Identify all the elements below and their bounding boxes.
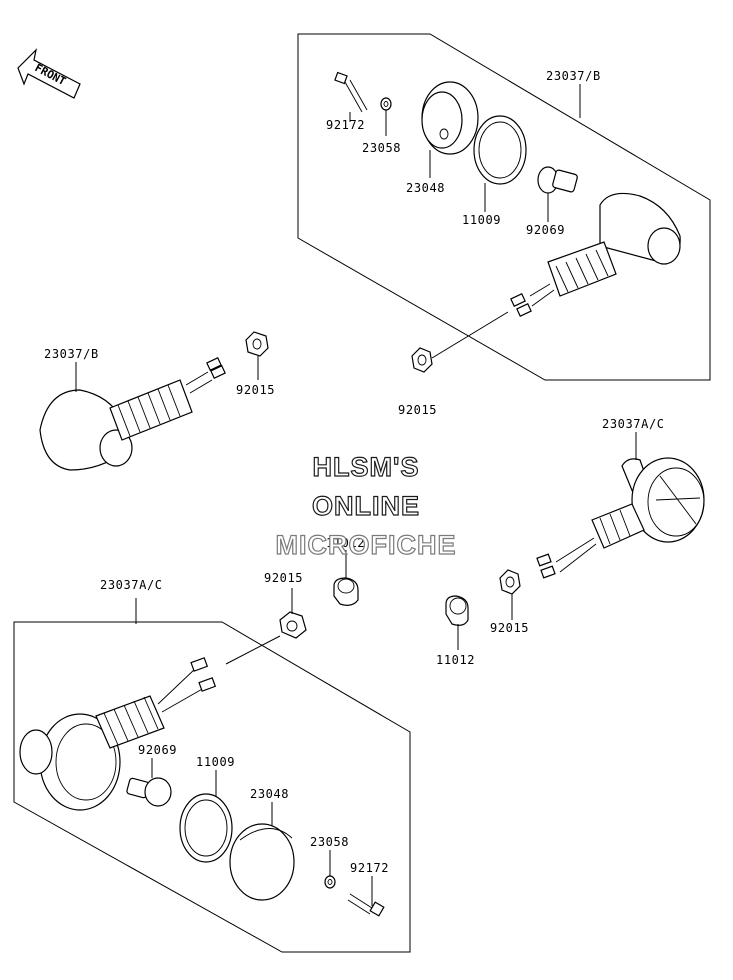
label-23058-bottom: 23058 <box>310 835 349 849</box>
label-23058-top: 23058 <box>362 141 401 155</box>
nut-92015-center <box>279 611 307 639</box>
label-11009-top: 11009 <box>462 213 501 227</box>
spacer-11012-center <box>333 577 359 606</box>
turn-signal-23037b-left <box>39 357 226 471</box>
nut-92015-mid <box>411 347 433 373</box>
label-23037ac-right: 23037A/C <box>602 417 665 431</box>
label-23048-top: 23048 <box>406 181 445 195</box>
label-23037ac-bottom: 23037A/C <box>100 578 163 592</box>
label-11012-center: 11012 <box>326 536 365 550</box>
watermark-line-1: HLSM'S <box>313 452 420 482</box>
screw-92172-bottom <box>347 893 385 917</box>
gasket-11009-top <box>473 115 527 185</box>
label-92172-top: 92172 <box>326 118 365 132</box>
label-23037b-top: 23037/B <box>546 69 601 83</box>
watermark: HLSM'S ONLINE MICROFICHE <box>275 451 457 560</box>
label-92172-bottom: 92172 <box>350 861 389 875</box>
lens-23048-bottom <box>229 823 295 901</box>
nut-92015-left <box>245 331 269 357</box>
label-92015-mid: 92015 <box>398 403 437 417</box>
front-arrow-icon: FRONT <box>17 48 81 99</box>
group-box-lower <box>13 621 411 953</box>
label-92015-center: 92015 <box>264 571 303 585</box>
spacer-11012-right <box>445 595 469 626</box>
screw-92172-top <box>334 71 368 113</box>
bulb-92069-top <box>537 166 578 194</box>
turn-signal-23037b-top <box>510 192 681 317</box>
nut-23058-bottom <box>324 875 336 889</box>
lens-23048-top <box>421 81 479 155</box>
watermark-line-3: MICROFICHE <box>276 530 457 560</box>
bulb-92069-bottom <box>126 777 172 807</box>
label-92069-bottom: 92069 <box>138 743 177 757</box>
nut-92015-right <box>499 569 521 595</box>
nut-23058-top <box>380 97 392 111</box>
label-23037b-left: 23037/B <box>44 347 99 361</box>
label-92069-top: 92069 <box>526 223 565 237</box>
turn-signal-23037ac-bottom <box>19 657 217 811</box>
label-92015-right: 92015 <box>490 621 529 635</box>
label-11009-bottom: 11009 <box>196 755 235 769</box>
label-92015-left: 92015 <box>236 383 275 397</box>
turn-signal-23037ac-right <box>536 457 705 579</box>
label-11012-right: 11012 <box>436 653 475 667</box>
gasket-11009-bottom <box>179 793 233 863</box>
group-box-upper <box>297 33 711 381</box>
watermark-line-2: ONLINE <box>312 491 420 521</box>
label-23048-bottom: 23048 <box>250 787 289 801</box>
leader-line <box>431 311 509 359</box>
